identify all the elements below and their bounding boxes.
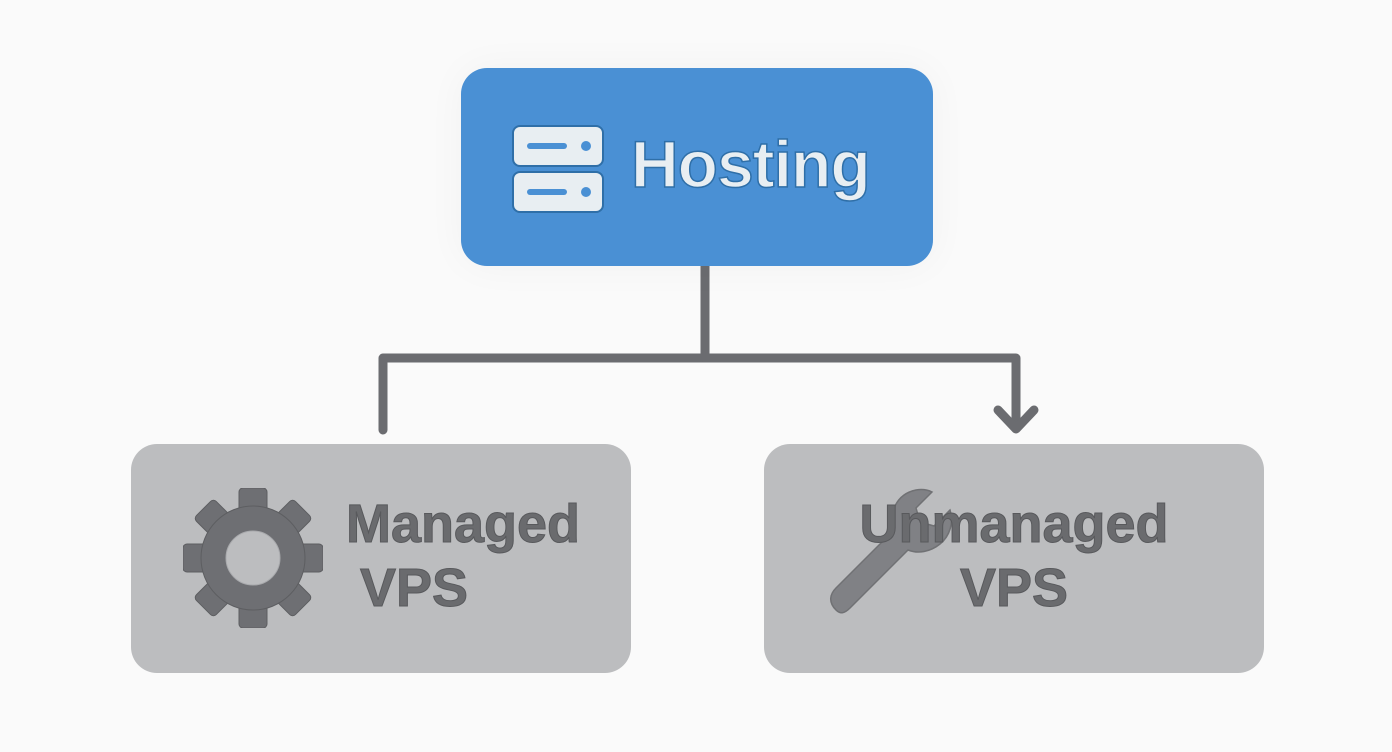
managed-vps-label: Managed VPS [345,492,581,620]
edge-to-managed [378,353,710,435]
managed-vps-node[interactable]: Managed VPS [131,444,631,673]
unmanaged-vps-label-line1: Unmanaged [859,494,1169,555]
wrench-icon [830,488,953,614]
server-icon [512,125,604,213]
unmanaged-vps-node[interactable]: Unmanaged VPS [764,444,1264,673]
managed-vps-label-line2: VPS [359,558,469,619]
hosting-node[interactable]: Hosting [461,68,933,266]
edge-to-unmanaged [700,353,1021,433]
unmanaged-vps-label-line2: VPS [959,558,1069,619]
arrowhead-unmanaged [993,405,1039,434]
unmanaged-vps-label: Unmanaged VPS [764,492,1264,620]
gear-icon [183,488,323,628]
hosting-label: Hosting [630,126,871,202]
managed-vps-label-line1: Managed [345,494,581,555]
